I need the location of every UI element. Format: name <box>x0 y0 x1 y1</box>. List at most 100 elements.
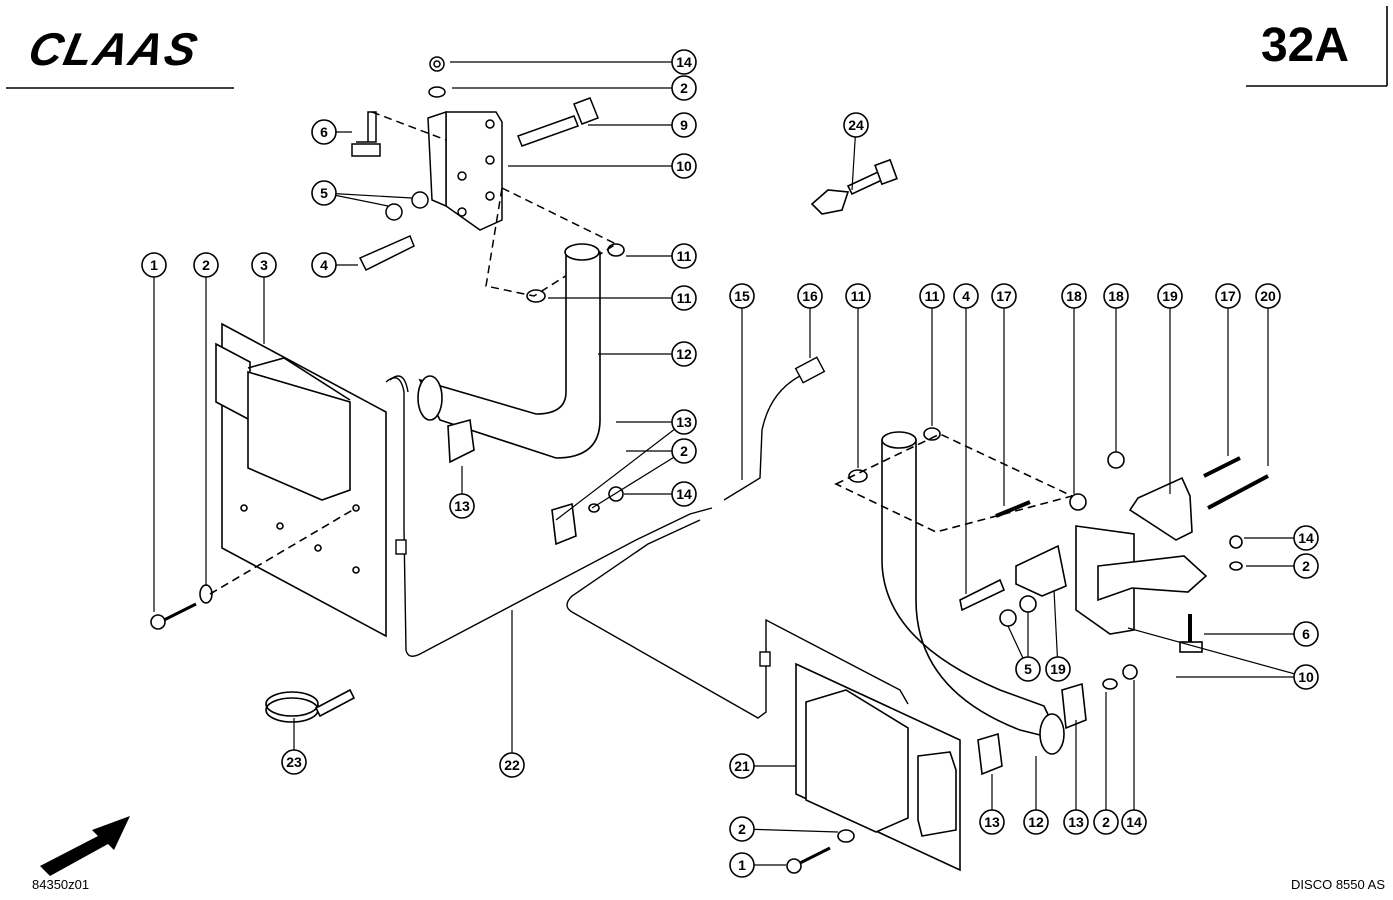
callout-22: 22 <box>499 610 525 778</box>
callout-19: 19 <box>1045 589 1071 682</box>
connector-plug-assembly <box>810 158 898 215</box>
callout-13: 13 <box>555 409 697 521</box>
callout-number: 15 <box>734 288 750 304</box>
callout-number: 13 <box>1068 814 1084 830</box>
callout-12: 12 <box>598 341 697 367</box>
callout-2: 2 <box>729 816 839 842</box>
callout-10: 10 <box>1127 627 1319 690</box>
callout-bubble <box>1293 525 1319 551</box>
callout-number: 6 <box>1302 626 1310 642</box>
callout-13: 13 <box>449 466 475 519</box>
callout-number: 12 <box>1028 814 1044 830</box>
callout-6: 6 <box>1204 621 1319 647</box>
callout-11: 11 <box>548 285 697 311</box>
callout-leader-line <box>323 192 413 199</box>
callout-number: 1 <box>150 257 158 273</box>
callout-20: 20 <box>1255 283 1281 466</box>
left-lamp-plate <box>150 322 387 638</box>
callout-bubble <box>671 438 697 464</box>
callout-bubble <box>1061 283 1087 309</box>
callout-leader-line <box>591 450 685 509</box>
callout-bubble <box>141 252 167 278</box>
callout-number: 11 <box>677 248 692 264</box>
callout-18: 18 <box>1103 283 1129 452</box>
callout-number: 2 <box>1302 558 1310 574</box>
callout-number: 17 <box>1220 288 1236 304</box>
callout-bubble <box>1023 809 1049 835</box>
callout-14: 14 <box>1121 680 1147 835</box>
callout-6: 6 <box>311 119 352 145</box>
direction-arrow-icon <box>40 816 130 876</box>
callout-leader-line <box>741 828 839 833</box>
callout-14: 14 <box>1244 525 1319 551</box>
callout-number: 11 <box>677 290 692 306</box>
callout-number: 17 <box>996 288 1012 304</box>
callout-bubble <box>1015 656 1041 682</box>
callout-10: 10 <box>508 153 697 179</box>
callout-bubble <box>1293 553 1319 579</box>
callout-bubble <box>1121 809 1147 835</box>
callout-bubble <box>729 753 755 779</box>
callout-number: 3 <box>260 257 268 273</box>
callout-number: 10 <box>1298 669 1314 685</box>
callout-number: 12 <box>676 346 692 362</box>
callout-bubble <box>729 283 755 309</box>
callout-number: 9 <box>680 117 688 133</box>
callout-bubble <box>729 852 755 878</box>
callout-leader-line <box>1127 627 1307 678</box>
callout-5: 5 <box>1007 612 1041 682</box>
callout-number: 11 <box>925 288 940 304</box>
callout-number: 11 <box>851 288 866 304</box>
callout-2: 2 <box>193 252 219 586</box>
callout-bubble <box>979 809 1005 835</box>
callout-number: 13 <box>454 498 470 514</box>
callout-bubble <box>671 75 697 101</box>
callout-5: 5 <box>311 180 413 207</box>
callout-23: 23 <box>281 718 307 775</box>
callout-9: 9 <box>588 112 697 138</box>
callout-number: 24 <box>848 117 864 133</box>
callout-number: 4 <box>962 288 970 304</box>
callout-number: 2 <box>738 821 746 837</box>
callout-2: 2 <box>591 438 697 509</box>
callout-number: 10 <box>676 158 692 174</box>
callout-number: 22 <box>504 757 520 773</box>
callout-11: 11 <box>919 283 945 426</box>
callout-bubble <box>919 283 945 309</box>
callout-number: 13 <box>984 814 1000 830</box>
callout-number: 18 <box>1066 288 1082 304</box>
callout-24: 24 <box>843 112 869 191</box>
hose-clamp <box>265 688 356 723</box>
callout-bubble <box>311 252 337 278</box>
callout-1: 1 <box>729 852 786 878</box>
callout-number: 14 <box>1298 530 1314 546</box>
callout-2: 2 <box>1246 553 1319 579</box>
callout-number: 23 <box>286 754 302 770</box>
callout-bubble <box>449 493 475 519</box>
callout-13: 13 <box>979 774 1005 835</box>
callout-1: 1 <box>141 252 167 612</box>
callout-3: 3 <box>251 252 277 344</box>
callout-21: 21 <box>729 753 796 779</box>
callout-bubble <box>671 481 697 507</box>
callout-bubble <box>1157 283 1183 309</box>
drawing-number: 84350z01 <box>32 877 90 892</box>
callout-number: 20 <box>1260 288 1276 304</box>
right-lamp-plate <box>786 662 961 874</box>
callout-14: 14 <box>450 49 697 75</box>
callout-bubble <box>729 816 755 842</box>
right-bracket-assembly <box>959 451 1269 653</box>
cable-harness <box>385 356 909 719</box>
model-name: DISCO 8550 AS <box>1291 877 1385 892</box>
callout-4: 4 <box>311 252 358 278</box>
callout-bubble <box>845 283 871 309</box>
callout-16: 16 <box>797 283 823 358</box>
callout-bubble <box>671 49 697 75</box>
callout-number: 14 <box>676 54 692 70</box>
callout-leader-line <box>555 421 685 521</box>
callout-12: 12 <box>1023 756 1049 835</box>
callout-number: 21 <box>734 758 750 774</box>
callout-11: 11 <box>626 243 697 269</box>
